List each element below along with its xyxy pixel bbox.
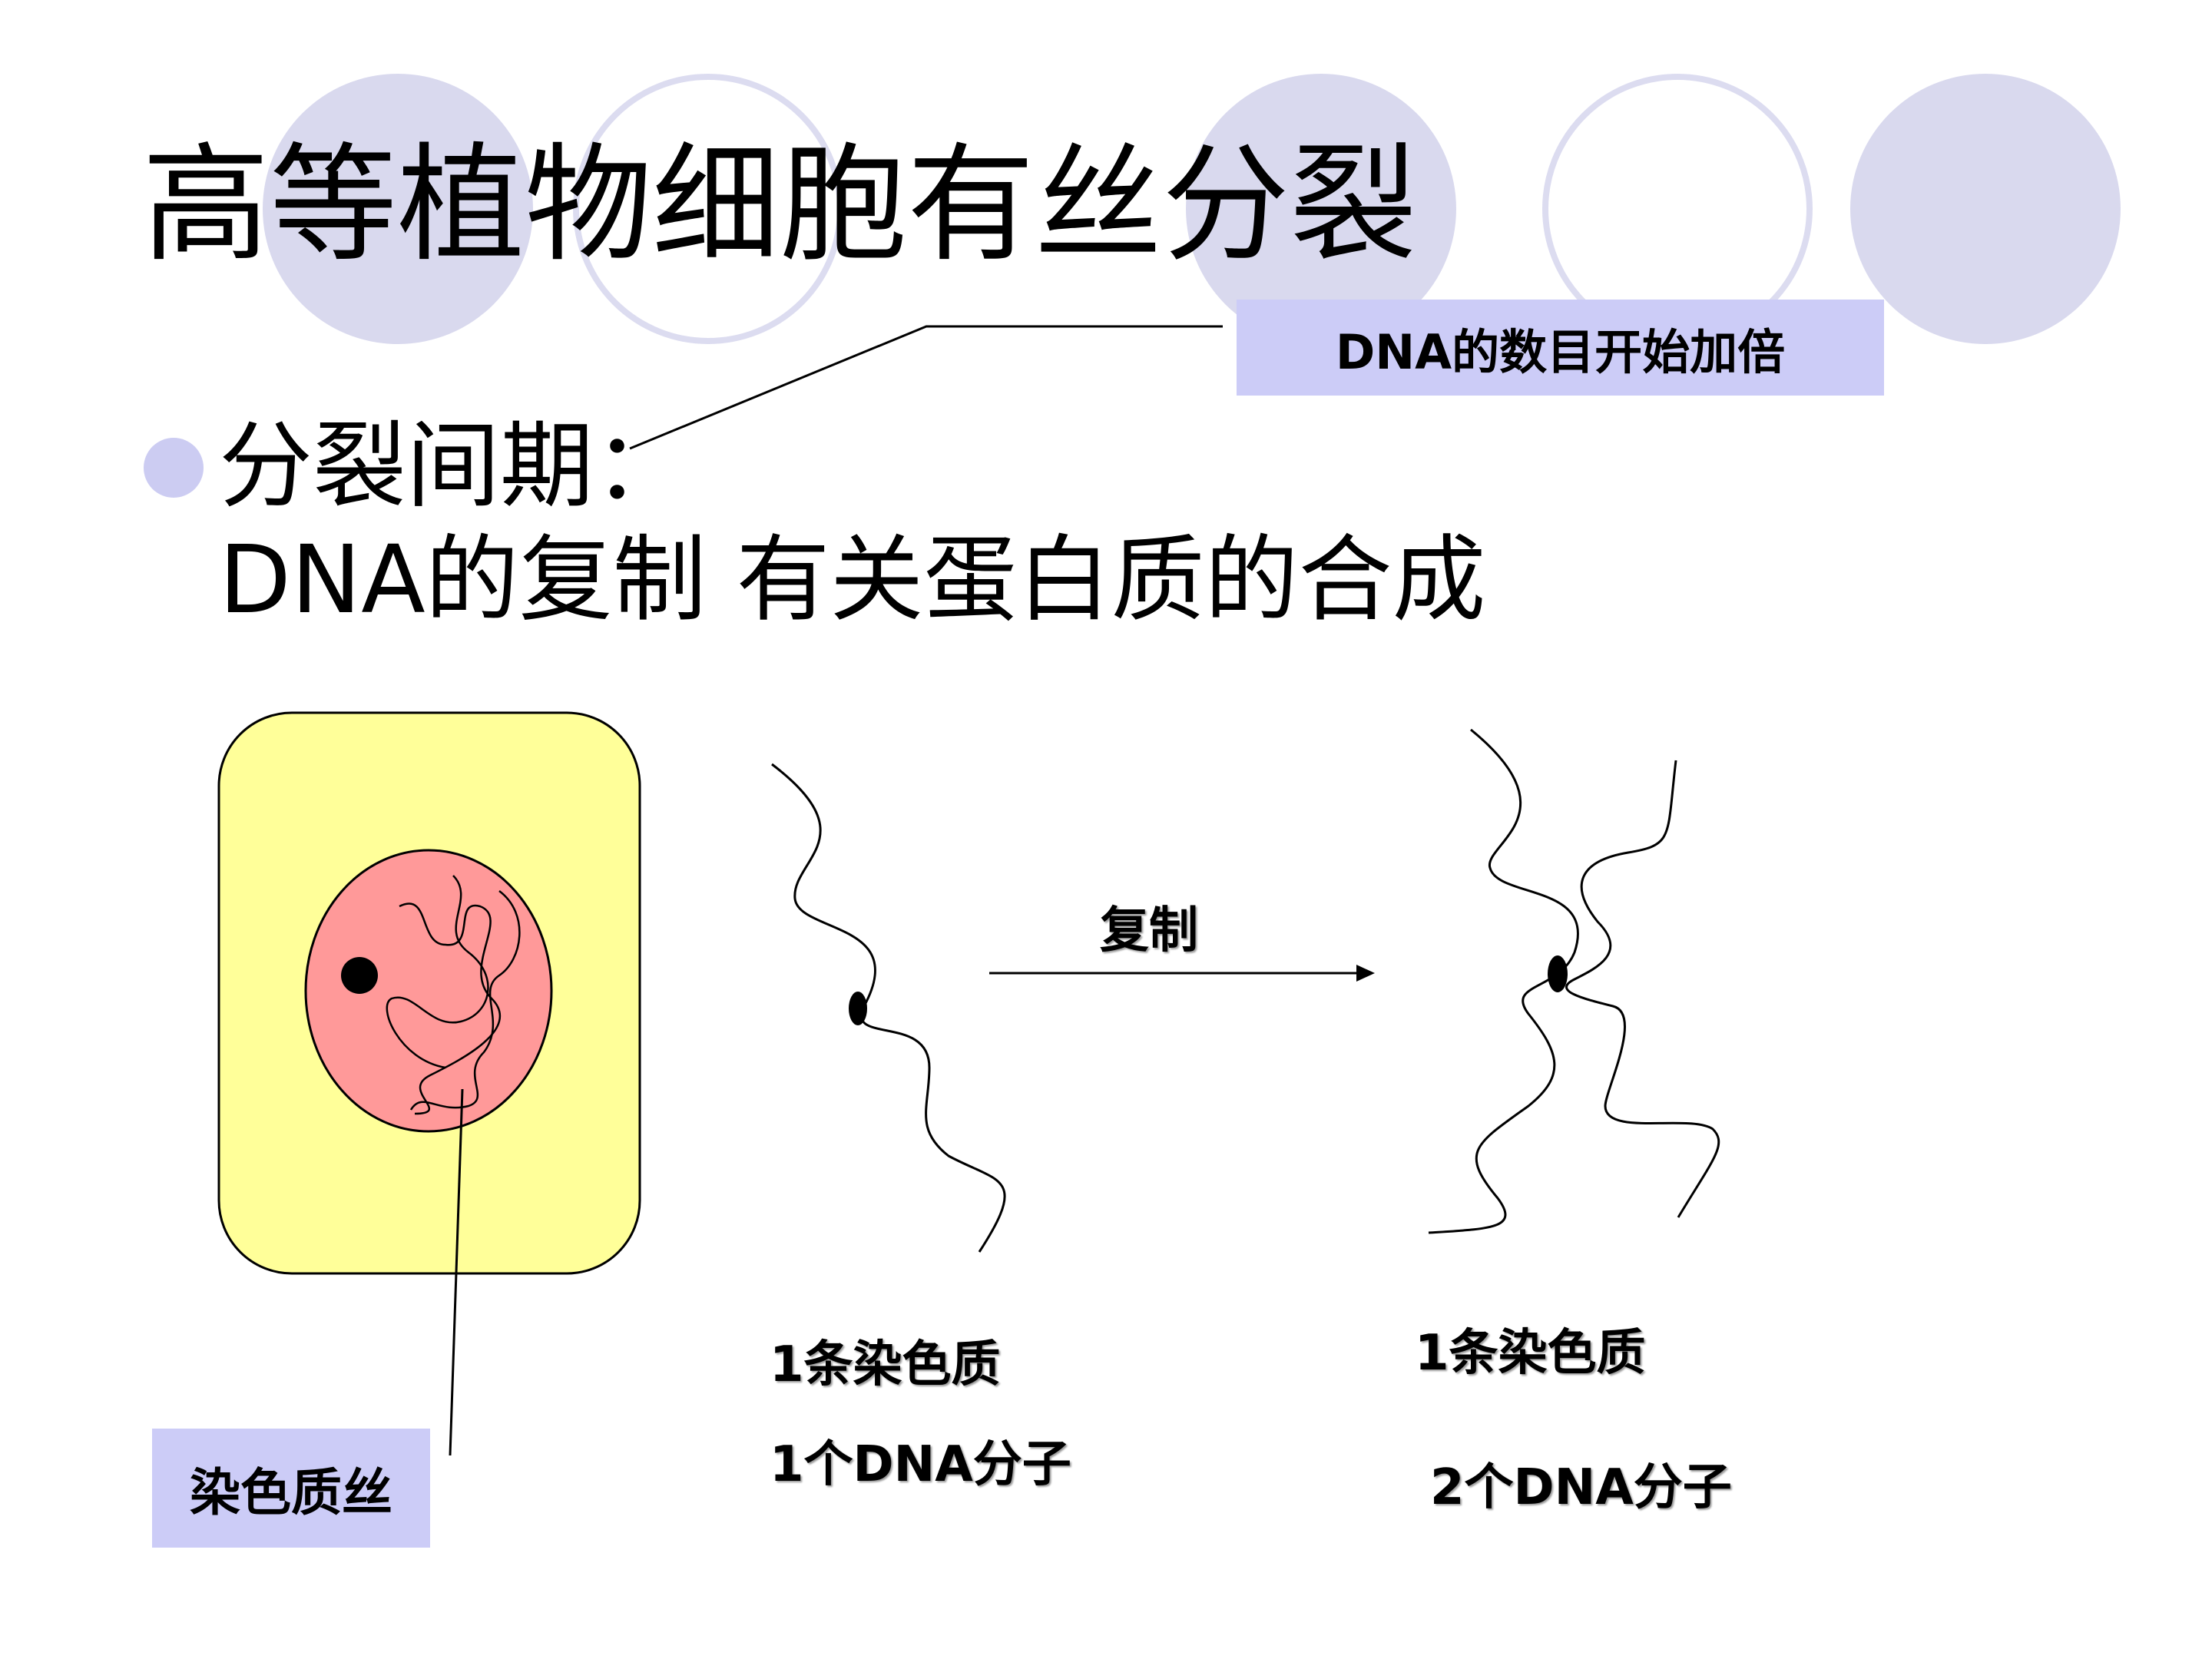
chromatin-thread-callout: 染色质丝 <box>152 1429 430 1548</box>
centromere-before <box>849 992 867 1025</box>
nucleolus <box>341 957 378 994</box>
chromatin-before-strand <box>771 763 1006 1253</box>
slide-title: 高等植物细胞有丝分裂 <box>142 131 1417 280</box>
deco-circle-1 <box>263 74 533 344</box>
centromere-after <box>1548 955 1568 992</box>
arrow-label: 复制 <box>1100 902 1198 959</box>
nucleus <box>304 849 553 1133</box>
chromatin-thread-3 <box>409 890 521 1111</box>
after-chromatin-count: 1条染色质 <box>1415 1325 1646 1382</box>
deco-circle-5 <box>1850 74 2121 344</box>
before-chromatin-count: 1条染色质 <box>770 1336 1001 1393</box>
chromatin-thread-2 <box>386 875 489 1069</box>
bullet-heading: 分裂间期： <box>219 412 687 521</box>
bullet-icon <box>144 438 204 498</box>
chromatin-after-strand-1 <box>1428 728 1579 1234</box>
chromatin-after-strand-2 <box>1565 760 1720 1218</box>
deco-circle-2 <box>573 74 843 344</box>
chromatin-threads <box>386 875 521 1115</box>
after-dna-count: 2个DNA分子 <box>1430 1459 1732 1516</box>
dna-callout-leader <box>629 325 1223 450</box>
chromatin-thread-1 <box>399 902 502 1115</box>
replication-arrow-head <box>1356 965 1375 982</box>
before-dna-count: 1个DNA分子 <box>770 1436 1071 1493</box>
chromatin-before <box>771 763 1006 1253</box>
dna-doubling-callout: DNA的数目开始加倍 <box>1237 300 1884 396</box>
chromatin-after <box>1428 728 1720 1234</box>
bullet-detail: DNA的复制 有关蛋白质的合成 <box>219 525 1486 634</box>
deco-circle-3 <box>1186 74 1456 344</box>
chromatin-callout-leader <box>449 1088 464 1456</box>
